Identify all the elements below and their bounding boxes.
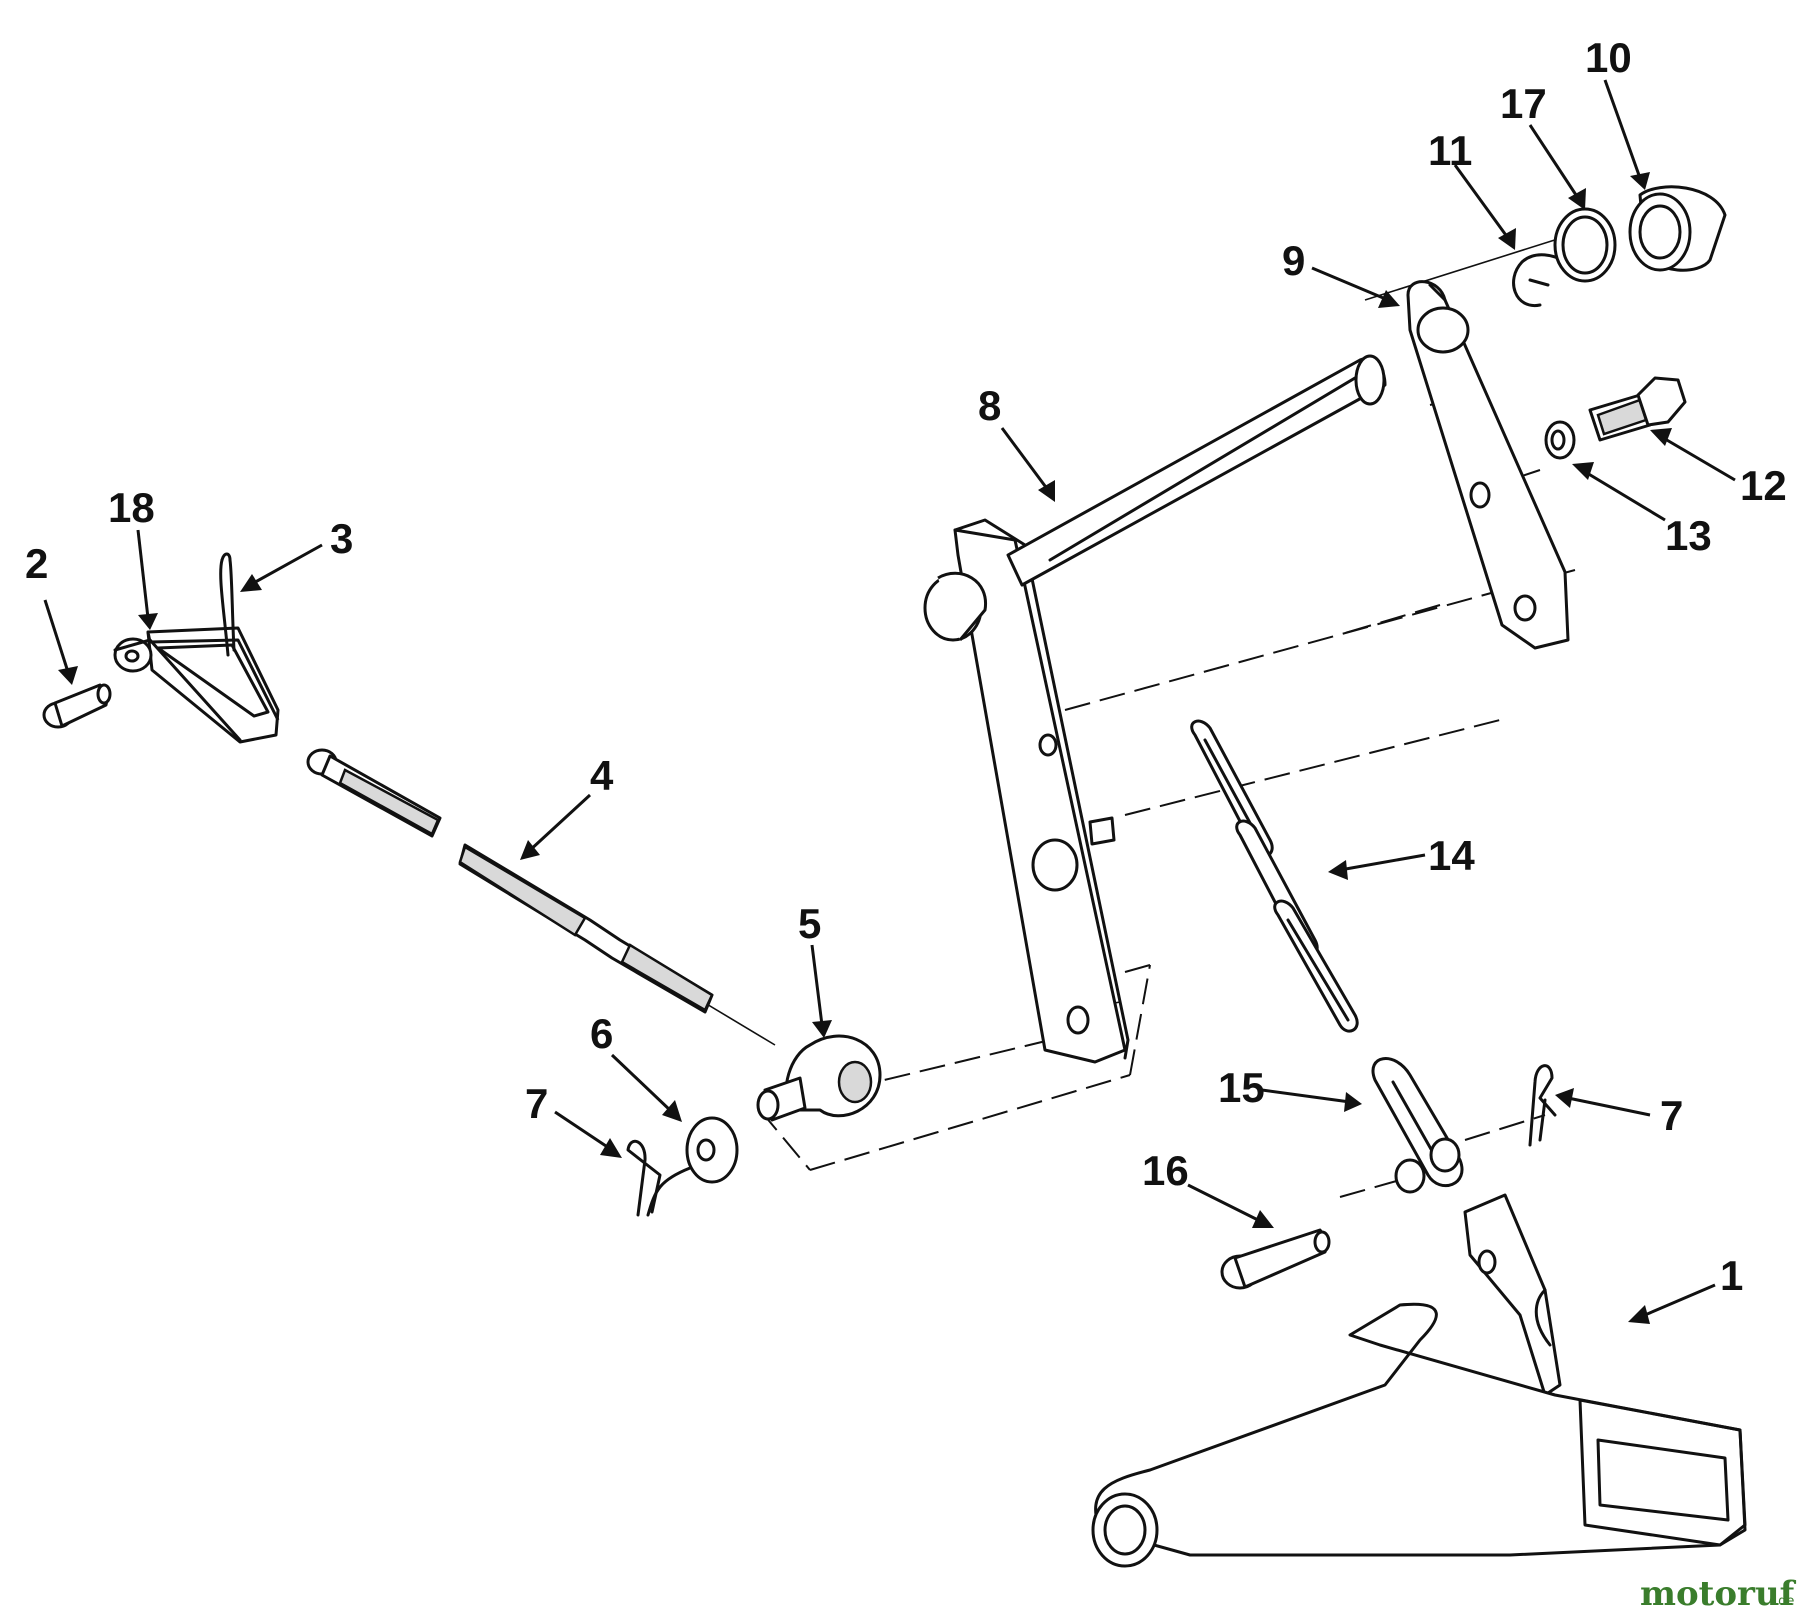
callout-3: 3 bbox=[330, 515, 353, 562]
callout-1: 1 bbox=[1720, 1252, 1743, 1299]
part-16-pin bbox=[1220, 1228, 1331, 1290]
callout-5: 5 bbox=[798, 900, 821, 947]
callout-6: 6 bbox=[590, 1010, 613, 1057]
callout-4: 4 bbox=[590, 752, 614, 799]
part-17-washer bbox=[1553, 207, 1617, 283]
callout-18: 18 bbox=[108, 484, 155, 531]
part-4-threaded-rod bbox=[306, 748, 714, 1014]
callout-17: 17 bbox=[1500, 80, 1547, 127]
part-14-chain bbox=[1190, 719, 1359, 1033]
callout-labels: 1 2 3 4 5 6 7 7 8 9 10 11 12 13 14 15 16… bbox=[25, 34, 1787, 1299]
callout-2: 2 bbox=[25, 540, 48, 587]
part-7-hairpin-left bbox=[626, 1139, 692, 1217]
callout-12: 12 bbox=[1740, 462, 1787, 509]
callout-10: 10 bbox=[1585, 34, 1632, 81]
part-3-cotter-pin bbox=[219, 552, 236, 657]
callout-16: 16 bbox=[1142, 1147, 1189, 1194]
part-6-washer bbox=[685, 1116, 739, 1184]
watermark: motoruf .de bbox=[1640, 1574, 1797, 1614]
part-2-clevis-pin bbox=[42, 683, 112, 729]
callout-7-right: 7 bbox=[1660, 1092, 1683, 1139]
part-5-swivel bbox=[756, 1034, 882, 1122]
part-12-hex-bolt bbox=[1588, 376, 1687, 442]
watermark-brand: motoruf bbox=[1640, 1574, 1797, 1614]
callout-9: 9 bbox=[1282, 237, 1305, 284]
part-13-lock-washer bbox=[1544, 420, 1576, 460]
part-10-bushing bbox=[1628, 185, 1727, 272]
part-9-link-plate bbox=[1406, 280, 1570, 650]
callout-arrows bbox=[43, 79, 1736, 1324]
part-15-link bbox=[1371, 1057, 1464, 1194]
callout-8: 8 bbox=[978, 382, 1001, 429]
part-8-lever-bar bbox=[923, 354, 1387, 1064]
watermark-suffix: .de bbox=[1774, 1594, 1794, 1609]
callout-11: 11 bbox=[1428, 127, 1472, 174]
callout-13: 13 bbox=[1665, 512, 1712, 559]
callout-14: 14 bbox=[1428, 832, 1475, 879]
part-18-clevis bbox=[113, 626, 280, 744]
callout-15: 15 bbox=[1218, 1064, 1265, 1111]
part-11-e-clip bbox=[1512, 253, 1567, 307]
part-1-bracket bbox=[1091, 1193, 1747, 1568]
part-7-hairpin-right bbox=[1528, 1064, 1557, 1147]
callout-7-left: 7 bbox=[525, 1080, 548, 1127]
